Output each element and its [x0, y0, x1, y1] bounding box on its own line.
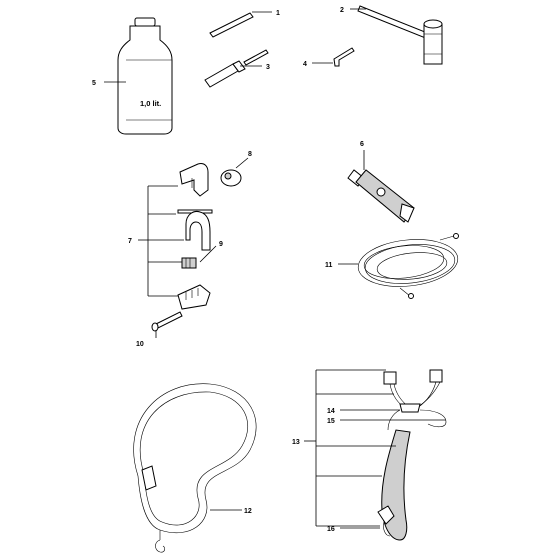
oil-bottle-part: 1,0 lit. [117, 17, 173, 135]
callout-2: 2 [340, 7, 344, 14]
callout-8: 8 [248, 151, 252, 158]
bottle-capacity-label: 1,0 lit. [140, 99, 161, 108]
callout-12: 12 [244, 508, 252, 515]
combination-spanner-part [357, 5, 443, 65]
callout-13: 13 [292, 439, 300, 446]
callout-11: 11 [325, 262, 333, 269]
callout-9: 9 [219, 241, 223, 248]
callout-1: 1 [276, 10, 280, 17]
callout-6: 6 [360, 141, 364, 148]
callout-14: 14 [327, 408, 335, 415]
callout-16: 16 [327, 526, 335, 533]
screwdriver-part [204, 49, 269, 88]
pin-part [209, 12, 254, 38]
shoulder-strap-part [133, 383, 257, 553]
callout-15: 15 [327, 418, 335, 425]
hook-assembly-part [151, 163, 242, 332]
hex-key-part [333, 47, 355, 67]
callout-4: 4 [303, 61, 307, 68]
full-harness-part [377, 369, 447, 541]
callout-7: 7 [128, 238, 132, 245]
callout-10: 10 [136, 341, 144, 348]
coiled-cable-part [357, 233, 459, 299]
grease-tube-part [347, 169, 415, 223]
callout-3: 3 [266, 64, 270, 71]
callout-5: 5 [92, 80, 96, 87]
